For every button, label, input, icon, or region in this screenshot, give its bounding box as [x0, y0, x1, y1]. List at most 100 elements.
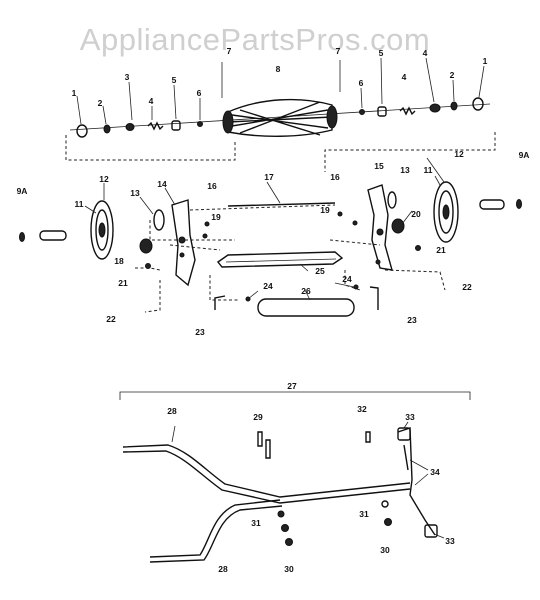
callout-17: 17	[264, 172, 274, 182]
callout-29: 29	[253, 412, 263, 422]
callout-2: 2	[98, 98, 103, 108]
callout-5: 5	[379, 48, 384, 58]
wheel-left	[90, 200, 114, 260]
callout-13: 13	[400, 165, 410, 175]
callout-33: 33	[405, 412, 415, 422]
callout-14: 14	[157, 179, 167, 189]
washer-31-right	[381, 500, 389, 508]
bearing-cap-left	[76, 124, 88, 138]
callout-6: 6	[197, 88, 202, 98]
bearing-cap-right	[472, 97, 484, 111]
left-wheel-assembly	[19, 199, 210, 287]
seal-right	[429, 103, 441, 113]
callout-30: 30	[380, 545, 390, 555]
callout-28: 28	[167, 406, 177, 416]
callout-12: 12	[99, 174, 109, 184]
collar-right	[359, 109, 365, 115]
callout-25: 25	[315, 266, 325, 276]
callout-18: 18	[114, 256, 124, 266]
right-wheel-assembly	[337, 181, 522, 271]
bolt-32	[365, 431, 371, 443]
bracket-27	[119, 391, 471, 400]
axle-pin-right	[479, 199, 505, 210]
center-shafts	[214, 202, 379, 317]
callout-21: 21	[436, 245, 446, 255]
nut-30-right	[384, 518, 392, 526]
roller-bracket-left	[214, 295, 226, 310]
callout-31: 31	[359, 509, 369, 519]
bolt-29a	[257, 431, 263, 447]
callout-22: 22	[462, 282, 472, 292]
pinion-left	[139, 238, 153, 254]
callout-27: 27	[287, 381, 297, 391]
callout-1: 1	[72, 88, 77, 98]
callout-6: 6	[359, 78, 364, 88]
collar-left	[197, 121, 203, 127]
tie-rod	[227, 202, 336, 207]
side-frame-right	[367, 184, 393, 271]
handle-upper-tube	[122, 444, 411, 498]
callout-30: 30	[284, 564, 294, 574]
handle-grip-right	[397, 427, 436, 536]
callout-32: 32	[357, 404, 367, 414]
bed-knife-bar	[216, 251, 344, 268]
pinion-right	[391, 218, 405, 234]
side-frame-left	[171, 199, 196, 287]
axle-pin-left	[39, 230, 67, 241]
callout-24: 24	[263, 281, 273, 291]
callout-21: 21	[118, 278, 128, 288]
reel-assembly	[69, 60, 491, 138]
callout-19: 19	[320, 205, 330, 215]
washer-right	[450, 101, 458, 111]
rear-roller	[257, 298, 355, 317]
callout-3: 3	[125, 72, 130, 82]
callout-20: 20	[411, 209, 421, 219]
watermark-text: AppliancePartsPros.com	[80, 22, 430, 57]
gear-right	[387, 191, 397, 209]
callout-13: 13	[130, 188, 140, 198]
reel-blade-cylinder	[222, 98, 338, 137]
washer-left	[103, 124, 111, 134]
callout-4: 4	[149, 96, 154, 106]
callout-19: 19	[211, 212, 221, 222]
roller-bracket-right	[369, 286, 379, 310]
callout-16: 16	[330, 172, 340, 182]
callout-33: 33	[445, 536, 455, 546]
callout-22: 22	[106, 314, 116, 324]
assembly-guide-lines	[65, 132, 496, 313]
callout-7: 7	[227, 46, 232, 56]
callout-labels: 1 2 3 4 5 6 7 8 7 5 6 4 4 2 1 9A 9A 11 1…	[17, 46, 530, 574]
callout-26: 26	[301, 286, 311, 296]
washer-31-left	[277, 510, 285, 518]
handle-lower-tube	[149, 499, 281, 558]
callout-24: 24	[342, 274, 352, 284]
callout-8: 8	[276, 64, 281, 74]
callout-5: 5	[172, 75, 177, 85]
callout-23: 23	[407, 315, 417, 325]
callout-15: 15	[374, 161, 384, 171]
callout-28: 28	[218, 564, 228, 574]
callout-34: 34	[430, 467, 440, 477]
callout-1: 1	[483, 56, 488, 66]
gear-left	[153, 209, 165, 231]
bearing-right	[377, 106, 387, 117]
callout-9a: 9A	[17, 186, 28, 196]
callout-16: 16	[207, 181, 217, 191]
callout-31: 31	[251, 518, 261, 528]
callout-11: 11	[75, 199, 84, 209]
seal-left	[125, 123, 135, 131]
callout-12: 12	[454, 149, 464, 159]
callout-leaders	[76, 57, 485, 539]
callout-7: 7	[336, 46, 341, 56]
cap-9a-right	[516, 199, 522, 209]
handle-assembly	[119, 391, 471, 563]
callout-23: 23	[195, 327, 205, 337]
bearing-left	[171, 120, 181, 131]
callout-2: 2	[450, 70, 455, 80]
spring-right	[399, 106, 416, 116]
spring-left	[147, 121, 164, 131]
cap-9a-left	[19, 232, 25, 242]
callout-9a: 9A	[519, 150, 530, 160]
callout-4: 4	[402, 72, 407, 82]
